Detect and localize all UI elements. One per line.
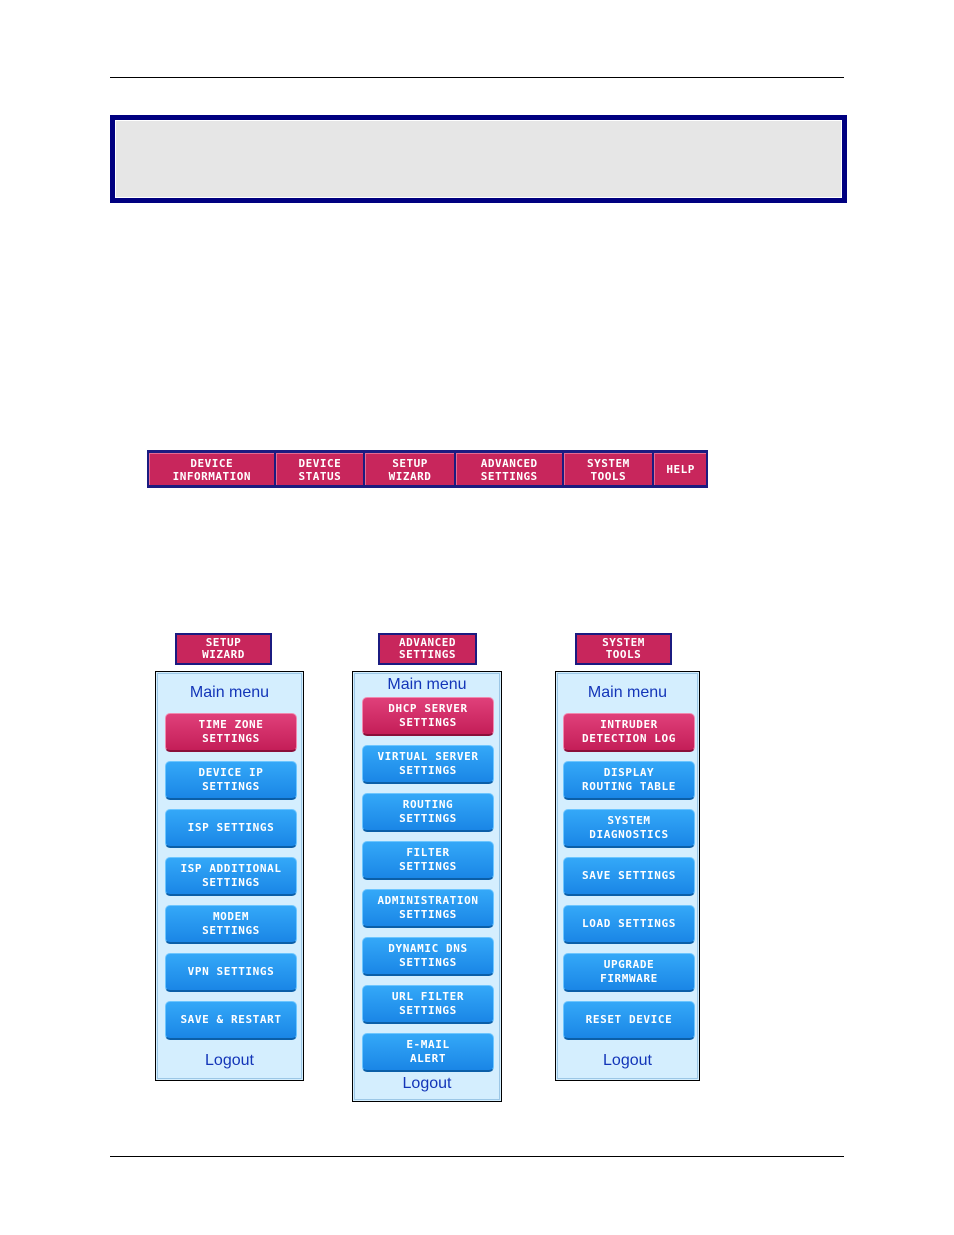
nav-help[interactable]: HELP bbox=[654, 453, 706, 485]
nav-advanced-settings[interactable]: ADVANCED SETTINGS bbox=[455, 453, 562, 485]
routing-settings-button[interactable]: ROUTING SETTINGS bbox=[362, 793, 494, 832]
section-banner bbox=[110, 115, 847, 203]
url-filter-settings-button[interactable]: URL FILTER SETTINGS bbox=[362, 985, 494, 1024]
menu-title: Main menu bbox=[587, 684, 668, 701]
dynamic-dns-settings-button[interactable]: DYNAMIC DNS SETTINGS bbox=[362, 937, 494, 976]
vpn-settings-button[interactable]: VPN SETTINGS bbox=[165, 953, 297, 992]
tab-advanced-settings[interactable]: ADVANCED SETTINGS bbox=[378, 633, 477, 665]
save-settings-button[interactable]: SAVE SETTINGS bbox=[563, 857, 695, 896]
display-routing-table-button[interactable]: DISPLAY ROUTING TABLE bbox=[563, 761, 695, 800]
system-diagnostics-button[interactable]: SYSTEM DIAGNOSTICS bbox=[563, 809, 695, 848]
nav-system-tools[interactable]: SYSTEM TOOLS bbox=[563, 453, 653, 485]
isp-additional-settings-button[interactable]: ISP ADDITIONAL SETTINGS bbox=[165, 857, 297, 896]
logout-link[interactable]: Logout bbox=[603, 1052, 652, 1069]
advanced-settings-menu-panel: Main menu DHCP SERVER SETTINGS VIRTUAL S… bbox=[352, 671, 502, 1102]
section-banner-inner bbox=[115, 120, 842, 198]
load-settings-button[interactable]: LOAD SETTINGS bbox=[563, 905, 695, 944]
dhcp-server-settings-button[interactable]: DHCP SERVER SETTINGS bbox=[362, 697, 494, 736]
time-zone-settings-button[interactable]: TIME ZONE SETTINGS bbox=[165, 713, 297, 752]
reset-device-button[interactable]: RESET DEVICE bbox=[563, 1001, 695, 1040]
system-tools-menu-panel: Main menu INTRUDER DETECTION LOG DISPLAY… bbox=[555, 671, 700, 1081]
tab-system-tools[interactable]: SYSTEM TOOLS bbox=[575, 633, 672, 665]
intruder-detection-log-button[interactable]: INTRUDER DETECTION LOG bbox=[563, 713, 695, 752]
tab-setup-wizard[interactable]: SETUP WIZARD bbox=[175, 633, 272, 665]
top-navigation-bar: DEVICE INFORMATION DEVICE STATUS SETUP W… bbox=[147, 450, 708, 488]
filter-settings-button[interactable]: FILTER SETTINGS bbox=[362, 841, 494, 880]
header-rule bbox=[110, 77, 844, 78]
logout-link[interactable]: Logout bbox=[205, 1052, 254, 1069]
setup-wizard-menu-panel: Main menu TIME ZONE SETTINGS DEVICE IP S… bbox=[155, 671, 304, 1081]
nav-device-status[interactable]: DEVICE STATUS bbox=[275, 453, 364, 485]
nav-setup-wizard[interactable]: SETUP WIZARD bbox=[365, 453, 454, 485]
menu-title: Main menu bbox=[387, 676, 467, 693]
logout-link[interactable]: Logout bbox=[402, 1075, 452, 1092]
virtual-server-settings-button[interactable]: VIRTUAL SERVER SETTINGS bbox=[362, 745, 494, 784]
email-alert-button[interactable]: E-MAIL ALERT bbox=[362, 1033, 494, 1072]
isp-settings-button[interactable]: ISP SETTINGS bbox=[165, 809, 297, 848]
menu-title: Main menu bbox=[189, 684, 270, 701]
administration-settings-button[interactable]: ADMINISTRATION SETTINGS bbox=[362, 889, 494, 928]
footer-rule bbox=[110, 1156, 844, 1157]
modem-settings-button[interactable]: MODEM SETTINGS bbox=[165, 905, 297, 944]
save-restart-button[interactable]: SAVE & RESTART bbox=[165, 1001, 297, 1040]
nav-device-information[interactable]: DEVICE INFORMATION bbox=[149, 453, 274, 485]
device-ip-settings-button[interactable]: DEVICE IP SETTINGS bbox=[165, 761, 297, 800]
upgrade-firmware-button[interactable]: UPGRADE FIRMWARE bbox=[563, 953, 695, 992]
